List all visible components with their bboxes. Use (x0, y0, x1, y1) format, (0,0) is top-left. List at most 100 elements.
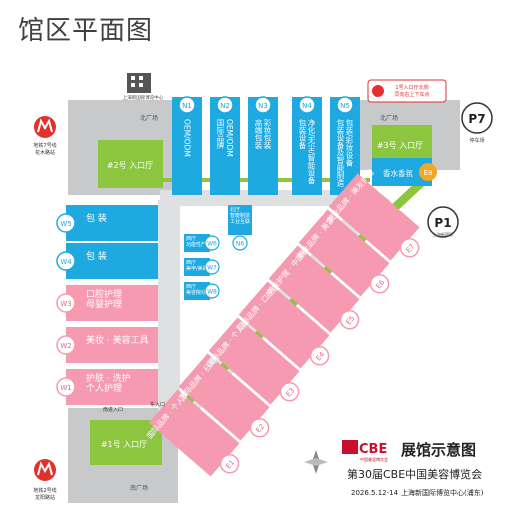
hall-w4-text: 包 装 (86, 250, 107, 262)
hall-n1-line: OEM/ODM (183, 119, 192, 157)
hall-e2-code: E2 (254, 422, 266, 434)
hall-e5-block (268, 245, 360, 333)
hall-w5-text: 包 装 (86, 212, 107, 224)
entrance-hall-2[interactable] (98, 140, 163, 188)
hall-e3-block (208, 317, 300, 405)
hall-w7-text: 西厅 (186, 260, 196, 266)
hall-w5[interactable]: W5 包 装 (56, 205, 158, 241)
map-heading: 展馆示意图 (401, 441, 476, 459)
hall-w3-text: 口腔护理 (86, 288, 122, 300)
hall-w7-code: W7 (207, 265, 217, 272)
hall-w6-text: 西厅 (186, 236, 196, 242)
entrance-hall-1[interactable] (90, 420, 162, 465)
hall-w7-block (184, 258, 210, 276)
cbe-logo-text: CBE (359, 442, 387, 457)
metro-line2-label: 地铁2号线龙阳路站 (33, 487, 56, 501)
hall-w5-block (66, 205, 158, 241)
hall-n5-line: 包装设备及智能制造 (336, 118, 345, 188)
hall-n3-line: 高端包装 (254, 118, 263, 151)
hall-n3-badge (254, 96, 272, 114)
hall-w8-code: W8 (207, 289, 217, 296)
hall-e5-code: E5 (344, 314, 356, 326)
parking-p1[interactable] (427, 206, 459, 238)
hall-w2-code: W2 (60, 342, 71, 350)
parking-p7-label: P7 (468, 112, 485, 126)
hall-w1-text: 个人护理 (86, 382, 122, 394)
east-gate-label: 东入口 (150, 401, 165, 408)
west-corridor (158, 200, 180, 415)
hall-w3-block (66, 285, 158, 321)
parking-p7[interactable] (461, 102, 493, 134)
hall-n1-badge (178, 96, 196, 114)
hall-n5-badge (336, 96, 354, 114)
hall-w7-text: 美甲/美睫 (186, 265, 208, 272)
hall-e8-label: 香水香氛 (383, 168, 413, 178)
hall-n3[interactable]: N3高端包装彩妆包装 (248, 96, 278, 195)
hall-w3-badge (56, 293, 76, 313)
hall-n4-line: 净化/无尘/智能设备 (307, 118, 316, 186)
hall-n2-badge (216, 96, 234, 114)
hall-w5-code: W5 (60, 220, 71, 228)
hall-w1-block (66, 369, 158, 405)
svg-text:1号入口厅北侧同向右上下车点: 1号入口厅北侧同向右上下车点 (394, 84, 429, 98)
hall-e1-code: E1 (224, 458, 236, 470)
hall-w2-badge (56, 335, 76, 355)
entrance-hall-3-label: #3号 入口厅 (377, 141, 423, 150)
parking-p1-label: P1 (434, 216, 451, 230)
hall-e2-badge (249, 418, 270, 438)
plaza-north-east-label: 北广场 (380, 114, 398, 122)
hall-n1-code: N1 (182, 102, 192, 110)
hall-w8-text: 美容院线 (186, 289, 206, 296)
parking-p7-note: 停车场 (469, 137, 484, 144)
hall-w8-badge (204, 283, 220, 299)
cbe-logo-mark (342, 440, 358, 454)
hall-n4-badge (298, 96, 316, 114)
hall-w7-badge (204, 259, 220, 275)
metro-line2[interactable]: 地铁2号线龙阳路站 (33, 459, 57, 501)
hall-w4-badge (56, 251, 76, 271)
hall-w1-badge (56, 377, 76, 397)
plaza-south-label: 南广场 (130, 484, 148, 492)
hall-n4[interactable]: N4包装设备净化/无尘/智能设备 (292, 96, 322, 195)
building-icon (127, 73, 151, 93)
hall-w3-text: 母婴护理 (86, 298, 122, 310)
hall-w2-block (66, 327, 158, 363)
hall-w1-text: 护肤 · 洗护 (86, 372, 131, 384)
hall-w2-text: 美妆 · 美容工具 (86, 334, 149, 346)
hall-n6-block (228, 205, 252, 235)
plaza-north-west-label: 北广场 (140, 114, 158, 122)
hall-w2[interactable]: W2 美妆 · 美容工具 (56, 327, 158, 363)
building-label: 上海新国际博览中心 (123, 94, 164, 101)
entrance-hall-1-label: #1号 入口厅 (101, 440, 147, 449)
metro-line7[interactable]: 地铁7号线花木路站 (33, 116, 57, 156)
hall-n6-badge (232, 235, 248, 251)
cbe-logo-tagline: 中国美容博览会 (360, 456, 388, 462)
hall-n6-code: N6 (236, 241, 244, 248)
gate-sign-box (367, 79, 447, 103)
hall-e7-block (328, 173, 420, 261)
event-title: 第30届CBE中国美容博览会 (347, 467, 482, 481)
hall-e6-block (298, 209, 390, 297)
gate-sign: 1号入口厅北侧同向右上下车点 (367, 79, 447, 103)
hall-e8-code: E8 (424, 169, 433, 177)
hall-w3-code: W3 (60, 300, 71, 308)
parking-p1-note: 上海新国际 (433, 231, 453, 237)
hall-w6-badge (204, 235, 220, 251)
hall-n3-code: N3 (258, 102, 268, 110)
page-title: 馆区平面图 (18, 16, 154, 46)
hall-n6-text: 北厅 (230, 206, 240, 213)
bus-icon (372, 85, 384, 97)
